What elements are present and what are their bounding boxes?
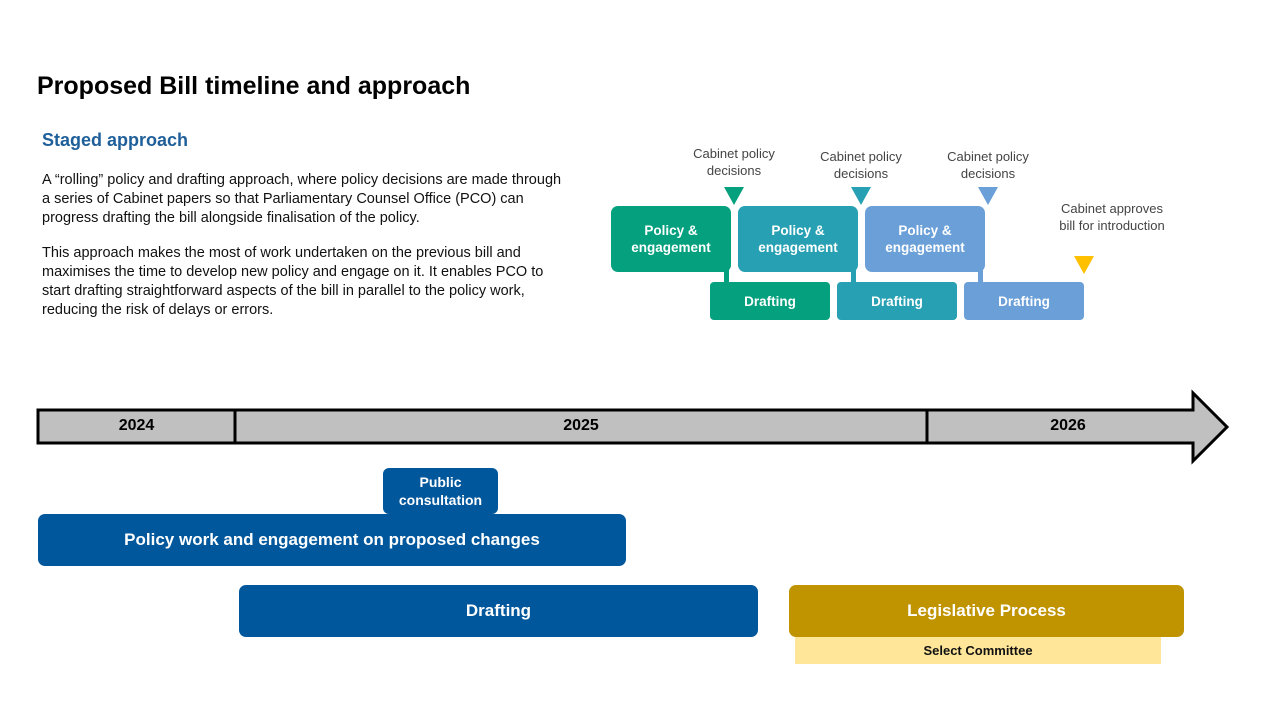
year-label-2024: 2024 xyxy=(118,417,155,434)
stage-connector-3 xyxy=(978,270,983,284)
policy-engagement-box-1: Policy & engagement xyxy=(611,206,731,272)
legislative-process-bar: Legislative Process xyxy=(789,585,1184,637)
drafting-box-3: Drafting xyxy=(964,282,1084,320)
cabinet-decision-marker-3 xyxy=(978,187,998,205)
policy-engagement-box-2: Policy & engagement xyxy=(738,206,858,272)
stage-connector-1 xyxy=(724,270,729,284)
staged-approach-heading: Staged approach xyxy=(42,130,189,150)
cabinet-decision-marker-1 xyxy=(724,187,744,205)
year-label-2025: 2025 xyxy=(563,417,599,434)
stage-connector-2 xyxy=(851,270,856,284)
cabinet-decision-marker-2 xyxy=(851,187,871,205)
select-committee-bar: Select Committee xyxy=(795,637,1161,664)
year-label-2026: 2026 xyxy=(1050,417,1086,434)
drafting-box-2: Drafting xyxy=(837,282,957,320)
staged-approach-paragraph-1: A “rolling” policy and drafting approach… xyxy=(42,172,562,226)
staged-approach-paragraph-2: This approach makes the most of work und… xyxy=(42,245,544,318)
cabinet-decision-label-3: Cabinet policy decisions xyxy=(947,149,1029,181)
drafting-bar: Drafting xyxy=(239,585,758,637)
policy-engagement-box-3: Policy & engagement xyxy=(865,206,985,272)
page-title: Proposed Bill timeline and approach xyxy=(37,72,471,100)
public-consultation-bar: Public consultation xyxy=(383,468,498,514)
cabinet-decision-label-1: Cabinet policy decisions xyxy=(693,146,775,178)
cabinet-decision-label-2: Cabinet policy decisions xyxy=(820,149,902,181)
cabinet-approves-label: Cabinet approves bill for introduction xyxy=(1059,201,1165,233)
cabinet-approves-marker xyxy=(1074,256,1094,274)
policy-work-bar: Policy work and engagement on proposed c… xyxy=(38,514,626,566)
drafting-box-1: Drafting xyxy=(710,282,830,320)
timeline-arrow-shape xyxy=(36,389,1230,465)
